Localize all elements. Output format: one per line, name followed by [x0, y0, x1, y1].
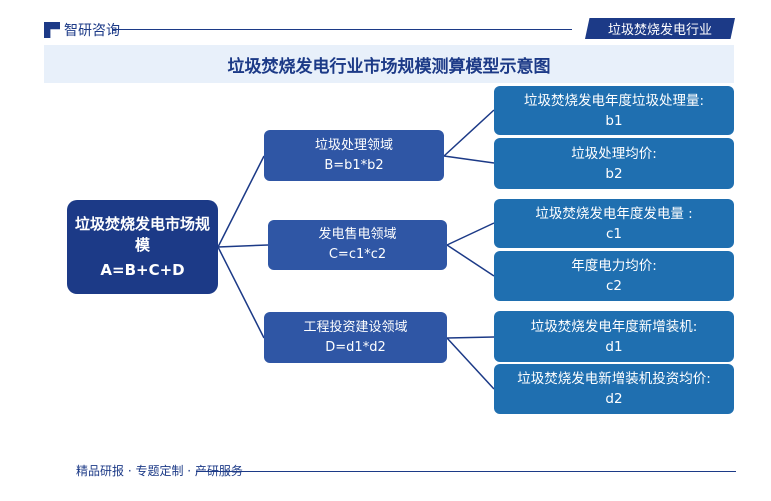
leaf-label: 垃圾焚烧发电年度新增装机: — [530, 318, 698, 335]
branch-label: 工程投资建设领域 — [303, 319, 408, 335]
leaf-var: d2 — [605, 391, 623, 407]
branch-node: 垃圾处理领域 B=b1*b2 — [264, 130, 444, 181]
industry-tag: 垃圾焚烧发电行业 — [585, 18, 735, 39]
leaf-node: 垃圾焚烧发电新增装机投资均价: d2 — [494, 364, 734, 414]
branch-node: 工程投资建设领域 D=d1*d2 — [264, 312, 447, 363]
brand-logo: 智研咨询 — [44, 20, 120, 40]
branch-label: 垃圾处理领域 — [314, 137, 393, 153]
leaf-var: b2 — [605, 165, 623, 182]
branch-formula: D=d1*d2 — [325, 339, 386, 355]
branch-label: 发电售电领域 — [318, 227, 397, 242]
root-node: 垃圾焚烧发电市场规模 A=B+C+D — [67, 200, 218, 294]
footer-slogan: 精品研报 · 专题定制 · 产研服务 — [76, 464, 243, 478]
branch-formula: C=c1*c2 — [328, 247, 387, 262]
leaf-label: 垃圾处理均价: — [571, 145, 657, 162]
leaf-var: b1 — [605, 112, 623, 129]
root-label: 垃圾焚烧发电市场规模 — [75, 214, 211, 254]
page-title: 垃圾焚烧发电行业市场规模测算模型示意图 — [44, 45, 734, 83]
leaf-node: 年度电力均价: c2 — [494, 251, 734, 301]
leaf-node: 垃圾焚烧发电年度垃圾处理量: b1 — [494, 86, 734, 135]
branch-formula: B=b1*b2 — [324, 157, 384, 173]
leaf-node: 垃圾处理均价: b2 — [494, 138, 734, 189]
divider — [196, 471, 736, 472]
branch-node: 发电售电领域 C=c1*c2 — [268, 220, 447, 270]
leaf-node: 垃圾焚烧发电年度发电量 : c1 — [494, 199, 734, 248]
leaf-label: 垃圾焚烧发电年度发电量 : — [535, 205, 693, 222]
divider — [112, 29, 572, 30]
leaf-label: 垃圾焚烧发电年度垃圾处理量: — [523, 92, 705, 109]
brand-name: 智研咨询 — [64, 23, 120, 39]
leaf-var: c1 — [605, 225, 622, 242]
leaf-var: c2 — [605, 278, 622, 294]
leaf-label: 垃圾焚烧发电新增装机投资均价: — [517, 371, 711, 387]
leaf-var: d1 — [605, 338, 623, 355]
leaf-node: 垃圾焚烧发电年度新增装机: d1 — [494, 311, 734, 362]
leaf-label: 年度电力均价: — [571, 258, 657, 274]
root-formula: A=B+C+D — [100, 260, 185, 279]
